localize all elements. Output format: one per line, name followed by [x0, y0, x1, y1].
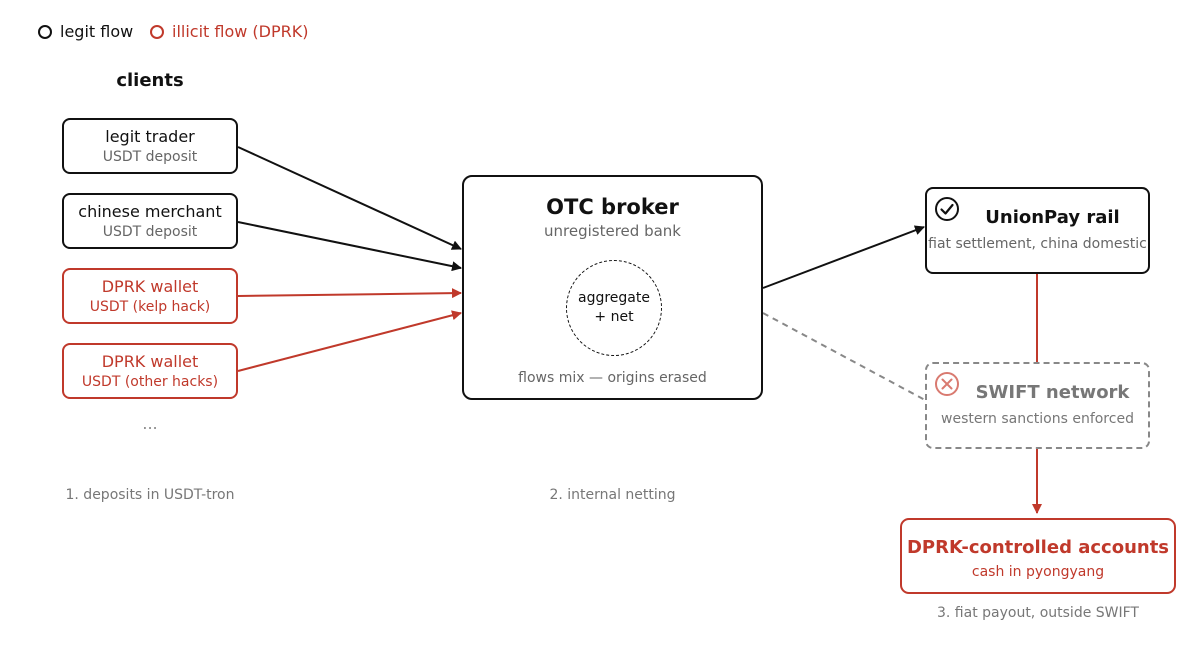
legend-legit: legit flow	[38, 22, 133, 42]
pool-line-1: aggregate	[578, 290, 650, 306]
client-subtitle: USDT deposit	[102, 223, 198, 240]
arrow-broker-to-unionpay	[762, 225, 925, 289]
broker-note: flows mix — origins erased	[518, 370, 707, 386]
illicit-dot-icon	[150, 25, 164, 39]
client-legit-trader: legit trader USDT deposit	[62, 118, 238, 174]
accounts-title: DPRK-controlled accounts	[906, 537, 1170, 558]
unionpay-rail-node: UnionPay rail fiat settlement, china dom…	[925, 187, 1150, 274]
stage-netting-label: 2. internal netting	[549, 487, 676, 503]
clients-heading: clients	[116, 70, 184, 91]
arrow-dprk-other-to-broker	[237, 310, 462, 372]
client-title: chinese merchant	[78, 201, 222, 221]
client-chinese-merchant: chinese merchant USDT deposit	[62, 193, 238, 249]
check-circle-icon	[934, 196, 960, 226]
blocked-broker-to-swift	[762, 312, 926, 401]
client-dprk-wallet-other: DPRK wallet USDT (other hacks)	[62, 343, 238, 399]
legend-illicit-label: illicit flow (DPRK)	[172, 22, 309, 41]
unionpay-subtitle: fiat settlement, china domestic	[928, 236, 1147, 252]
client-subtitle: USDT (other hacks)	[81, 373, 219, 390]
arrow-merchant-to-broker	[237, 221, 462, 272]
client-dprk-wallet-kelp: DPRK wallet USDT (kelp hack)	[62, 268, 238, 324]
more-clients-ellipsis: ...	[142, 414, 158, 433]
pool-line-2: + net	[594, 309, 634, 325]
unionpay-title: UnionPay rail	[985, 207, 1120, 228]
otc-broker-node: OTC broker unregistered bank aggregate +…	[462, 175, 763, 400]
stage-payout-label: 3. fiat payout, outside SWIFT	[936, 605, 1139, 621]
arrow-dprk-kelp-to-broker	[237, 288, 462, 299]
swift-subtitle: western sanctions enforced	[941, 411, 1134, 427]
client-title: DPRK wallet	[101, 351, 199, 371]
dprk-accounts-node: DPRK-controlled accounts cash in pyongya…	[900, 518, 1176, 594]
client-subtitle: USDT (kelp hack)	[89, 298, 211, 315]
legend-illicit: illicit flow (DPRK)	[150, 22, 308, 42]
accounts-subtitle: cash in pyongyang	[971, 564, 1105, 580]
broker-subtitle: unregistered bank	[544, 222, 681, 240]
legit-dot-icon	[38, 25, 52, 39]
broker-title: OTC broker	[546, 195, 679, 219]
aggregate-net-pool: aggregate + net	[566, 260, 662, 356]
arrow-legit-trader-to-broker	[237, 146, 462, 250]
client-subtitle: USDT deposit	[102, 148, 198, 165]
client-title: DPRK wallet	[101, 276, 199, 296]
swift-network-node: SWIFT network western sanctions enforced	[925, 362, 1150, 449]
x-circle-icon	[934, 371, 960, 401]
client-title: legit trader	[105, 126, 195, 146]
legend-legit-label: legit flow	[60, 22, 134, 41]
swift-title: SWIFT network	[975, 382, 1130, 403]
stage-deposits-label: 1. deposits in USDT-tron	[65, 487, 235, 503]
